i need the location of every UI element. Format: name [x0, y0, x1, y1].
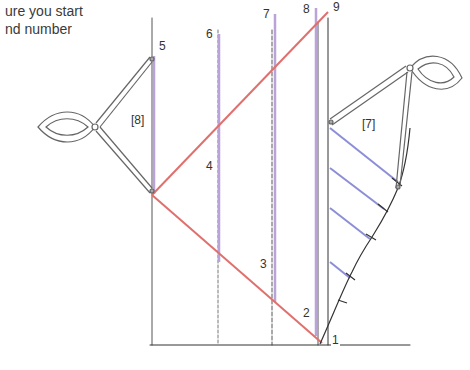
transfer-lines: [330, 128, 398, 278]
divider-handle: [410, 56, 462, 89]
left-dividers: [38, 57, 154, 193]
step-segment: [153, 56, 156, 194]
callout-number: 6: [205, 28, 214, 41]
callout-number: 3: [259, 258, 268, 271]
divider-handle: [46, 119, 88, 136]
transfer-line: [330, 208, 370, 239]
red-rays: [152, 12, 328, 343]
callout-number: 2: [302, 307, 311, 320]
callout-number: 8: [302, 3, 311, 16]
divider-tip: [396, 185, 400, 189]
vertical-guide: [218, 30, 219, 345]
note-text: nd number: [4, 22, 73, 37]
callout-number: 7: [262, 8, 271, 21]
divider-tip: [329, 120, 333, 124]
transfer-line: [330, 168, 384, 209]
note-text: ure you start: [4, 4, 84, 19]
divider-arm: [100, 62, 152, 127]
divider-tip: [150, 57, 154, 61]
baseline: [150, 345, 410, 346]
curve-line: [320, 128, 410, 344]
divider-arm: [100, 127, 152, 188]
transfer-line: [330, 262, 350, 278]
step-segment: [218, 34, 221, 262]
curve: [320, 128, 410, 344]
step-segment: [315, 8, 318, 336]
divider-arm: [400, 72, 412, 186]
divider-pivot: [407, 65, 413, 71]
divider-handle: [38, 112, 95, 142]
vertical-guide: [272, 30, 273, 345]
callout-number: 1: [331, 334, 340, 347]
callout-number: 4: [205, 160, 214, 173]
vertical-guide: [152, 18, 153, 345]
vertical-guide: [318, 22, 319, 345]
red-ray: [152, 12, 328, 195]
step-segment: [274, 14, 277, 302]
divider-handle: [418, 63, 454, 83]
vertical-guide: [328, 18, 329, 345]
callout-number: [8]: [130, 114, 145, 127]
divider-arm: [330, 66, 406, 119]
callout-number: [7]: [361, 118, 376, 131]
guide-lines: [150, 18, 410, 345]
divider-tip: [150, 189, 154, 193]
step-segments: [154, 8, 316, 336]
callout-number: 5: [158, 40, 167, 53]
red-ray: [152, 195, 322, 343]
callout-number: 9: [332, 1, 341, 14]
transfer-line: [330, 128, 398, 182]
divider-arm: [96, 131, 150, 193]
tick-marks: [338, 178, 402, 303]
right-dividers: [329, 56, 462, 189]
divider-pivot: [92, 124, 98, 130]
